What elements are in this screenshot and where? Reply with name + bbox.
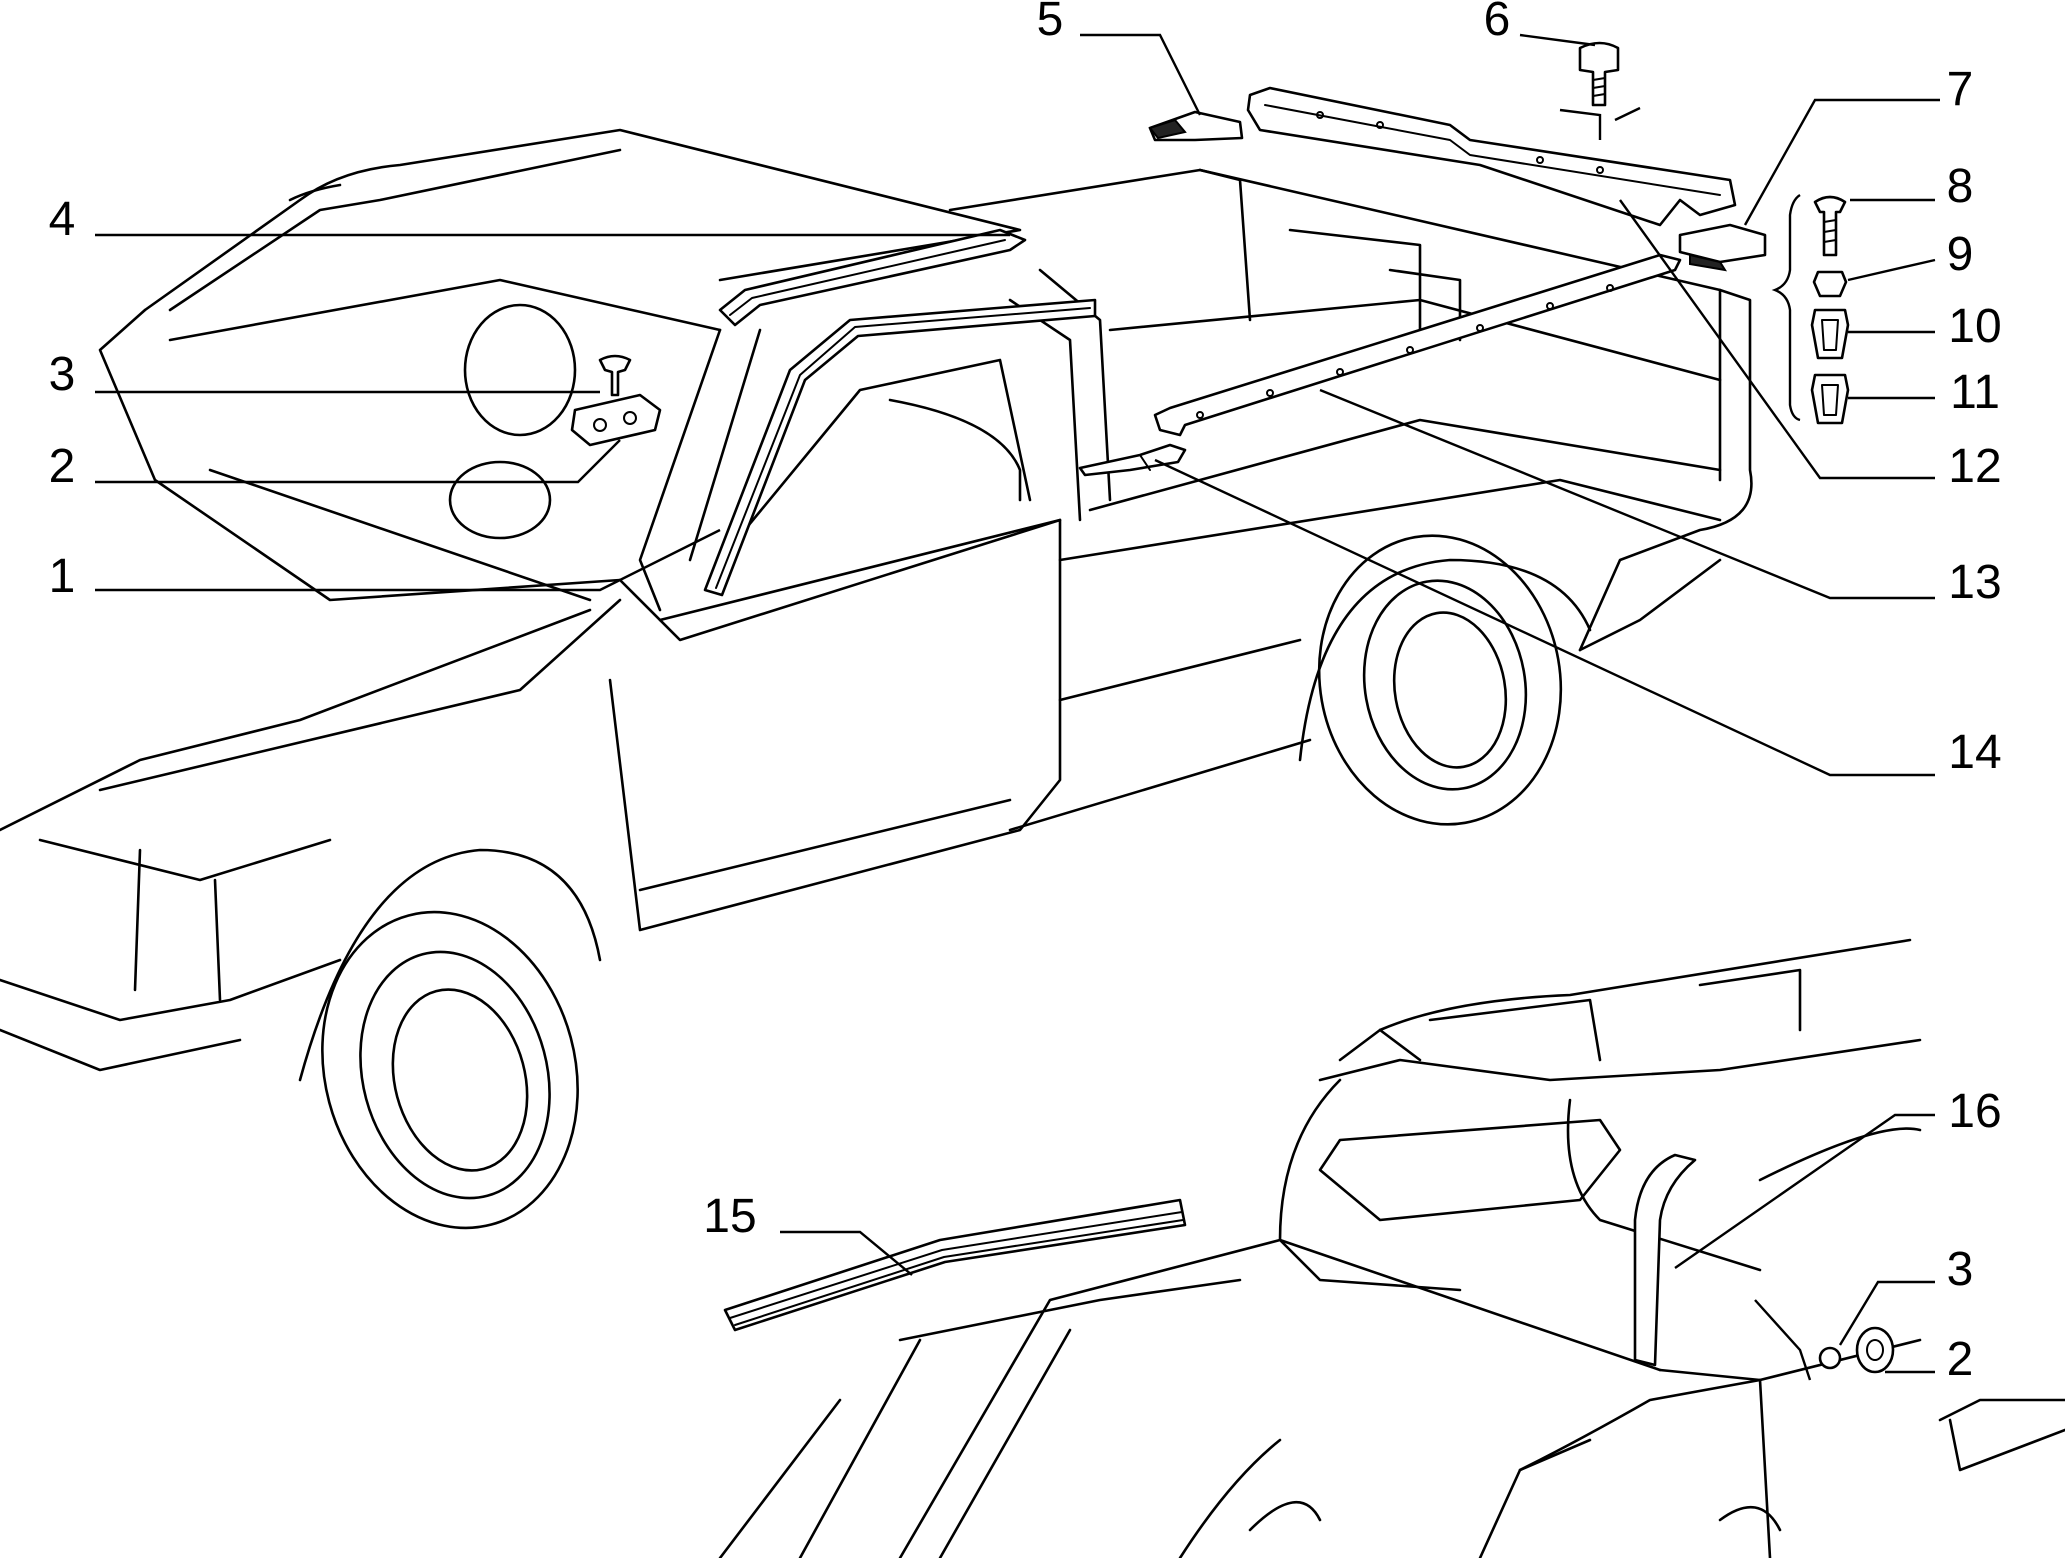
bracket-8-11 <box>1771 193 1801 422</box>
callout-15: 15 <box>703 1190 756 1243</box>
leader-lines <box>95 33 1940 1374</box>
callout-10: 10 <box>1948 300 2001 353</box>
part-1-door-weatherstrip <box>703 298 1097 597</box>
part-14-end-cap <box>1078 443 1187 477</box>
callout-4: 4 <box>49 193 76 246</box>
callout-11: 11 <box>1950 366 2000 419</box>
callout-7: 7 <box>1947 63 1974 116</box>
callout-13: 13 <box>1948 556 2001 609</box>
callout-8: 8 <box>1947 160 1974 213</box>
part-3-screw <box>598 354 632 397</box>
part-12-side-rail <box>1246 86 1737 227</box>
part-3-screw-detail <box>1818 1346 1842 1370</box>
part-7-bracket-plate <box>1678 223 1767 264</box>
callout-3-secondary: 3 <box>1947 1243 1974 1296</box>
callout-12: 12 <box>1948 440 2001 493</box>
callout-1: 1 <box>49 550 76 603</box>
part-8-screw <box>1813 195 1847 257</box>
part-10-clip <box>1810 308 1850 360</box>
part-13-bed-rail <box>1153 253 1682 437</box>
parts-main <box>570 41 1850 597</box>
callout-2-secondary: 2 <box>1947 1333 1974 1386</box>
callout-9: 9 <box>1947 228 1974 281</box>
part-16-pillar-trim <box>1633 1153 1697 1367</box>
callout-5: 5 <box>1037 0 1064 46</box>
callout-2: 2 <box>49 440 76 493</box>
parts-secondary <box>723 1153 1895 1381</box>
part-15-weatherstrip <box>723 1198 1187 1332</box>
part-9-nut <box>1812 270 1848 298</box>
part-2-plug-detail <box>1855 1326 1895 1374</box>
callout-3: 3 <box>49 348 76 401</box>
callout-labels: 5 6 7 8 9 10 11 12 13 14 4 3 2 1 15 16 3… <box>49 0 2002 1386</box>
part-11-clip <box>1810 373 1850 425</box>
callout-14: 14 <box>1948 726 2001 779</box>
part-2-bracket <box>570 393 662 447</box>
callout-16: 16 <box>1948 1085 2001 1138</box>
callout-6: 6 <box>1484 0 1511 46</box>
pickup-truck-illustration <box>0 128 1753 1230</box>
